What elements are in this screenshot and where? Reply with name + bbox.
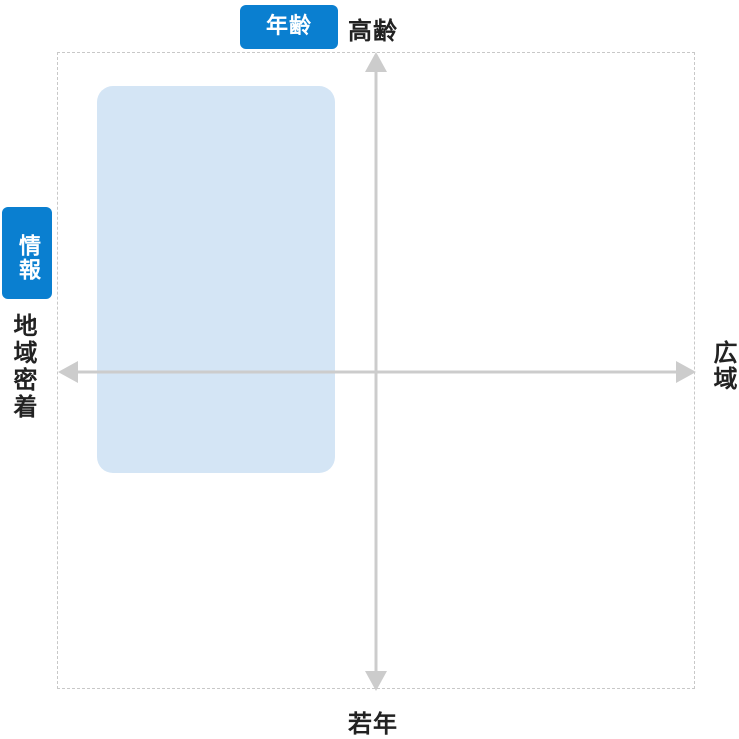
axis-label-bottom: 若年 [348,710,398,738]
info-axis-badge: 情報 [2,207,52,299]
axis-label-right: 広域 [709,340,737,392]
arrow-down-icon [365,671,387,691]
arrow-left-icon [58,361,78,383]
arrow-up-icon [365,52,387,72]
axis-label-top: 高齢 [348,17,398,45]
age-axis-badge: 年齢 [240,5,338,49]
axis-label-left: 地域密着 [9,313,37,421]
highlighted-quadrant-region [97,86,335,473]
arrow-right-icon [676,361,696,383]
